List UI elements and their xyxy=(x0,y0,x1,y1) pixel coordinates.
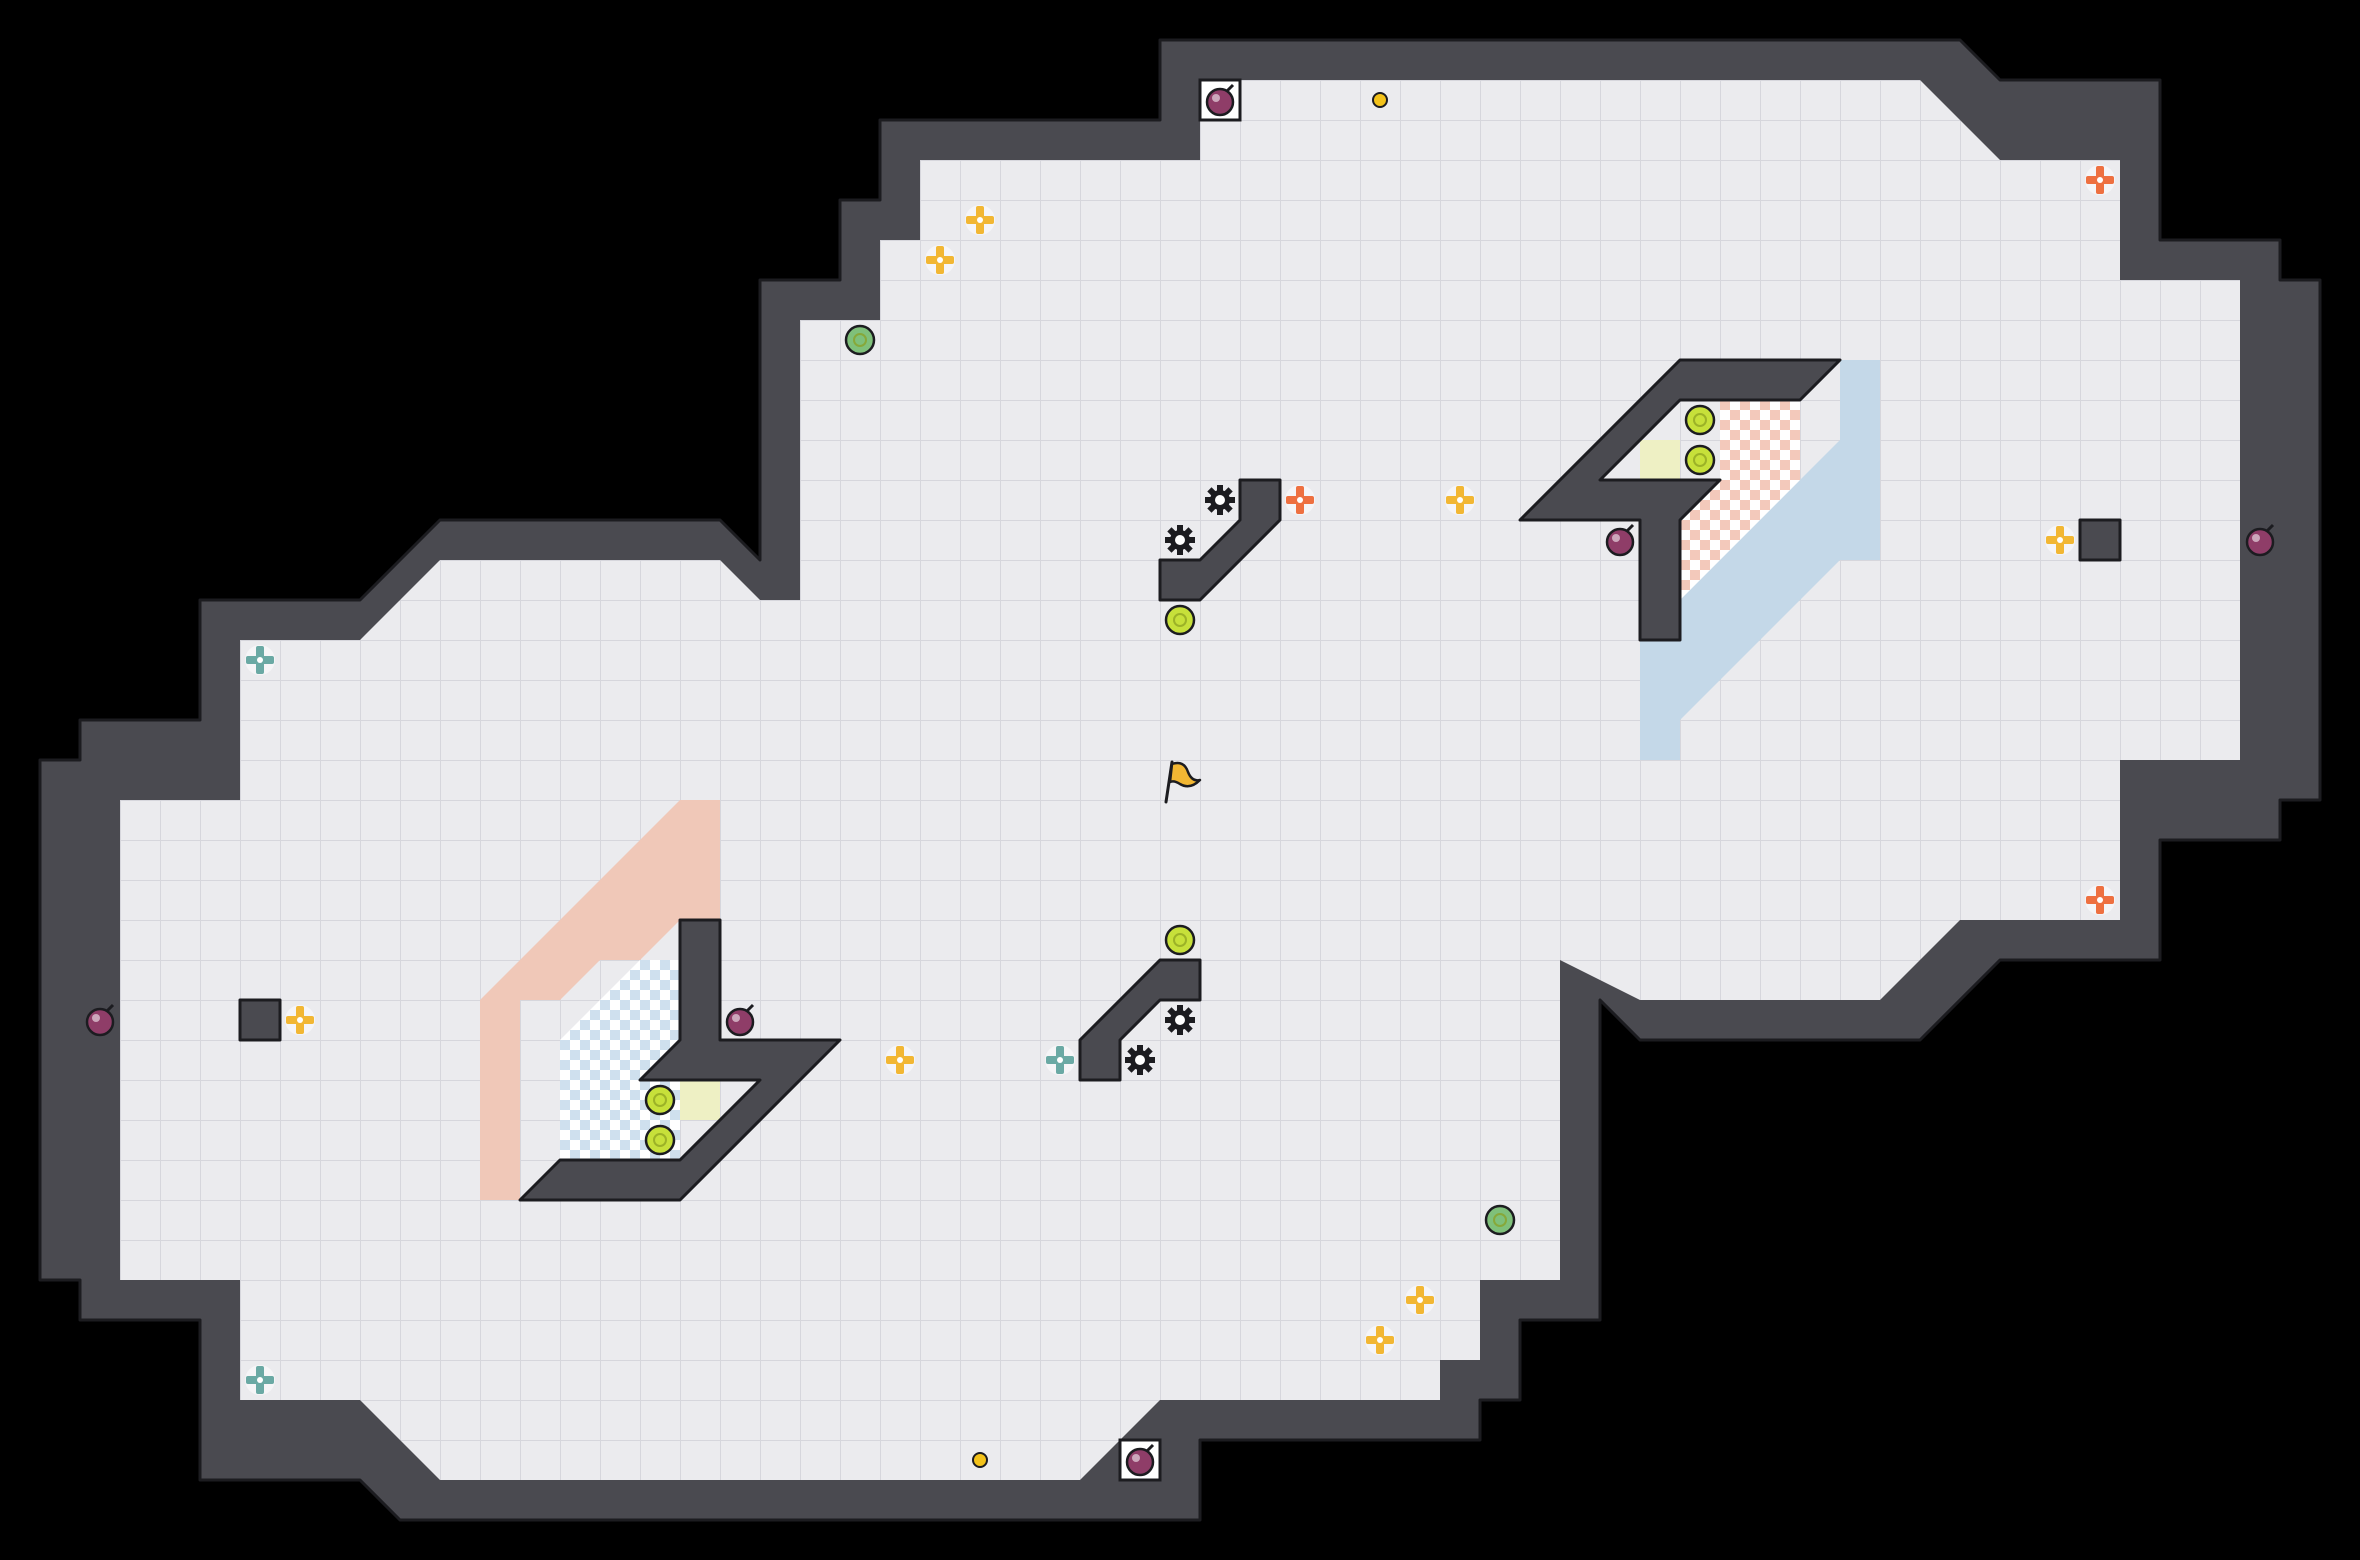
orange-pickup-icon[interactable] xyxy=(2085,165,2115,195)
coin-icon[interactable] xyxy=(972,1452,988,1468)
bomb-icon[interactable] xyxy=(1605,523,1635,557)
orange-pickup-icon[interactable] xyxy=(2085,885,2115,915)
bomb-icon[interactable] xyxy=(85,1003,115,1037)
blue-zone xyxy=(1640,360,1880,760)
gear-icon xyxy=(1125,1045,1155,1075)
checker-zone-right xyxy=(1680,400,1800,600)
yellow-pickup-icon[interactable] xyxy=(925,245,955,275)
yellow-pickup-icon[interactable] xyxy=(1405,1285,1435,1315)
teal-pickup-icon[interactable] xyxy=(245,1365,275,1395)
orange-pickup-icon[interactable] xyxy=(1285,485,1315,515)
teal-pickup-icon[interactable] xyxy=(245,645,275,675)
yellow-pickup-icon[interactable] xyxy=(965,205,995,235)
green-orb-icon[interactable] xyxy=(844,324,876,356)
lime-orb-icon[interactable] xyxy=(644,1084,676,1116)
inner-walls xyxy=(238,358,2122,1202)
lime-orb-icon[interactable] xyxy=(1164,604,1196,636)
yellow-pickup-icon[interactable] xyxy=(2045,525,2075,555)
flag-icon[interactable] xyxy=(1164,760,1202,804)
lime-orb-icon[interactable] xyxy=(1164,924,1196,956)
coin-icon[interactable] xyxy=(1372,92,1388,108)
yellow-pickup-icon[interactable] xyxy=(285,1005,315,1035)
salmon-zone xyxy=(480,800,720,1200)
gear-icon xyxy=(1205,485,1235,515)
bomb-icon[interactable] xyxy=(1198,78,1242,122)
yellow-pickup-icon[interactable] xyxy=(1445,485,1475,515)
markers-layer xyxy=(85,78,2275,1482)
bomb-icon[interactable] xyxy=(725,1003,755,1037)
green-orb-icon[interactable] xyxy=(1484,1204,1516,1236)
yellow-tiles xyxy=(680,440,1680,1120)
teal-pickup-icon[interactable] xyxy=(1045,1045,1075,1075)
bomb-icon[interactable] xyxy=(1118,1438,1162,1482)
yellow-pickup-icon[interactable] xyxy=(885,1045,915,1075)
gear-icon xyxy=(1165,525,1195,555)
bomb-icon[interactable] xyxy=(2245,523,2275,557)
lime-orb-icon[interactable] xyxy=(1684,404,1716,436)
lime-orb-icon[interactable] xyxy=(644,1124,676,1156)
yellow-pickup-icon[interactable] xyxy=(1365,1325,1395,1355)
gear-icon xyxy=(1165,1005,1195,1035)
lime-orb-icon[interactable] xyxy=(1684,444,1716,476)
